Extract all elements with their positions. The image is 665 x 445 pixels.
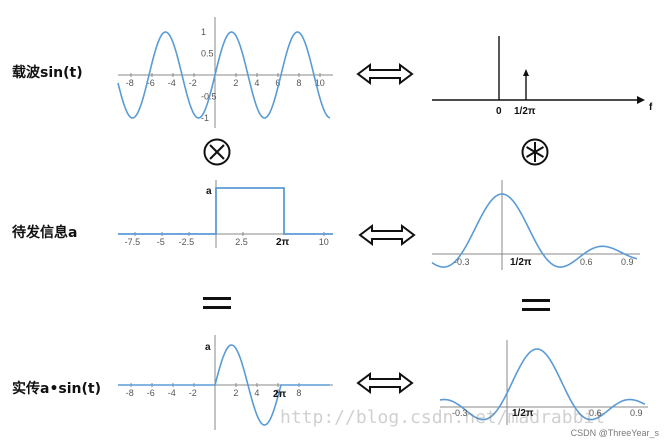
ct-y-tick-label: -1 bbox=[201, 113, 209, 123]
product-width-label: 2π bbox=[273, 389, 287, 400]
pt-x-tick-label: 4 bbox=[254, 388, 259, 398]
pf-tick-06: 0.6 bbox=[589, 408, 602, 418]
message-amp-label: a bbox=[206, 186, 212, 197]
row-label-carrier: 载波sin(t) bbox=[12, 65, 83, 81]
pf-mid-label: 1/2π bbox=[512, 408, 534, 419]
product-shifted-sinc-curve bbox=[439, 348, 646, 421]
message-sinc-curve bbox=[431, 193, 638, 268]
pt-x-tick-label: 8 bbox=[296, 388, 301, 398]
freq-label-zero: 0 bbox=[496, 106, 502, 117]
mt-x-tick-label: -7.5 bbox=[125, 237, 141, 247]
pt-x-tick-label: -6 bbox=[147, 388, 155, 398]
pt-x-tick-label: -2 bbox=[189, 388, 197, 398]
ct-x-tick-label: -4 bbox=[168, 78, 176, 88]
mf-tick-06: 0.6 bbox=[580, 257, 593, 267]
message-width-label: 2π bbox=[276, 237, 290, 248]
convolution-operator-icon bbox=[521, 138, 549, 166]
watermark-text: http://blog.csdn.net/madrabbit bbox=[280, 407, 606, 428]
impulse-arrowhead bbox=[523, 69, 529, 76]
equals-sign-left bbox=[203, 297, 231, 309]
carrier-freq-axis-arrowhead bbox=[637, 96, 645, 104]
pf-tick-09: 0.9 bbox=[630, 408, 643, 418]
pt-x-tick-label: -8 bbox=[126, 388, 134, 398]
mf-tick-neg03: -0.3 bbox=[454, 257, 470, 267]
ct-x-tick-label: 2 bbox=[233, 78, 238, 88]
mt-x-tick-label: -5 bbox=[157, 237, 165, 247]
mt-x-tick-label: -2.5 bbox=[179, 237, 195, 247]
mt-x-tick-label: 2.5 bbox=[235, 237, 248, 247]
mt-x-tick-label: 10 bbox=[319, 237, 329, 247]
mf-tick-09: 0.9 bbox=[621, 257, 634, 267]
ct-x-tick-label: 10 bbox=[315, 78, 325, 88]
product-amp-label: a bbox=[205, 342, 211, 353]
pt-x-tick-label: 6 bbox=[275, 388, 280, 398]
credit-text: CSDN @ThreeYear_s bbox=[570, 428, 659, 438]
message-freq-plot: -0.3 1/2π 0.6 0.9 bbox=[431, 180, 640, 270]
message-time-plot: -7.5 -5 -2.5 2.5 10 a 2π bbox=[118, 180, 333, 248]
product-modulated-curve bbox=[118, 344, 330, 426]
ct-x-tick-label: -8 bbox=[126, 78, 134, 88]
carrier-freq-plot: 0 1/2π f bbox=[432, 36, 653, 117]
carrier-sine-curve bbox=[117, 31, 331, 119]
freq-label-f: f bbox=[649, 102, 653, 113]
pf-tick-neg03: -0.3 bbox=[452, 408, 468, 418]
equals-sign-right bbox=[522, 299, 550, 311]
ct-y-tick-label: 0.5 bbox=[201, 49, 214, 59]
message-rect-pulse bbox=[118, 187, 333, 235]
ct-x-tick-label: 6 bbox=[275, 78, 280, 88]
pt-x-tick-label: 2 bbox=[233, 388, 238, 398]
ct-x-tick-label: 8 bbox=[296, 78, 301, 88]
equivalence-arrow-3 bbox=[356, 372, 414, 394]
ct-y-tick-label: 1 bbox=[201, 27, 206, 37]
product-time-plot: -8 -6 -4 -2 2 4 6 8 a 2π bbox=[118, 335, 333, 430]
pt-x-tick-label: -4 bbox=[168, 388, 176, 398]
mf-mid-label: 1/2π bbox=[510, 257, 532, 268]
freq-label-half-pi: 1/2π bbox=[514, 106, 536, 117]
row-label-product: 实传a•sin(t) bbox=[12, 381, 101, 397]
equivalence-arrow-1 bbox=[356, 63, 414, 85]
ct-x-tick-label: -6 bbox=[147, 78, 155, 88]
ct-x-tick-label: -2 bbox=[189, 78, 197, 88]
equivalence-arrow-2 bbox=[358, 224, 416, 246]
multiply-operator-icon bbox=[203, 138, 231, 166]
ct-x-tick-label: 4 bbox=[254, 78, 259, 88]
product-freq-plot: -0.3 1/2π 0.6 0.9 bbox=[439, 340, 648, 425]
row-label-message: 待发信息a bbox=[12, 225, 78, 241]
